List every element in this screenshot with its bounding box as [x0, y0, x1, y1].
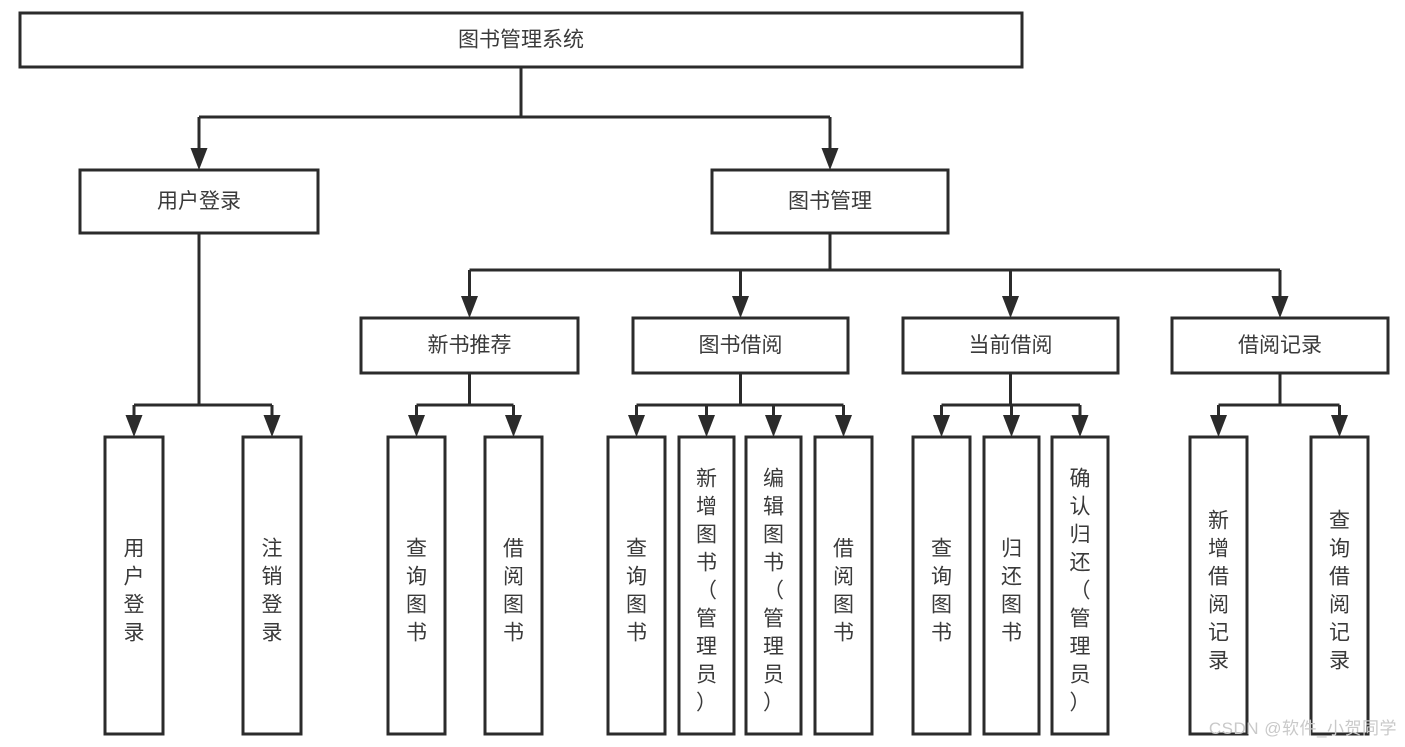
connector-conn-root-to-level1	[190, 67, 839, 170]
node-box-book-borrow[interactable]	[631, 316, 850, 375]
node-label-leaf-add-borrow-record: 新增借阅记录	[1208, 509, 1229, 672]
connector-conn-borrow-to-leaves	[628, 373, 852, 437]
node-leaf-borrow-book-borrow[interactable]: 借阅图书	[813, 435, 874, 736]
node-label-leaf-query-book-recommend: 查询图书	[406, 537, 427, 644]
node-borrow-record[interactable]: 借阅记录	[1170, 316, 1390, 375]
node-box-borrow-record[interactable]	[1170, 316, 1390, 375]
node-label-leaf-logout-login: 注销登录	[262, 537, 283, 644]
node-label-current-borrow: 当前借阅	[969, 334, 1053, 357]
node-box-leaf-query-borrow-record[interactable]	[1309, 435, 1370, 736]
node-label-book-management: 图书管理	[788, 190, 872, 213]
node-current-borrow[interactable]: 当前借阅	[901, 316, 1120, 375]
node-leaf-logout-login[interactable]: 注销登录	[241, 435, 303, 736]
node-box-leaf-query-book-current[interactable]	[911, 435, 972, 736]
node-box-book-management[interactable]	[710, 168, 950, 235]
node-label-leaf-borrow-book-borrow: 借阅图书	[833, 537, 854, 644]
node-book-borrow[interactable]: 图书借阅	[631, 316, 850, 375]
node-leaf-user-login[interactable]: 用户登录	[103, 435, 165, 736]
node-label-user-login: 用户登录	[157, 190, 241, 213]
node-label-leaf-add-book-admin: 新增图书（管理员）	[696, 467, 717, 714]
connector-conn-current-to-leaves	[933, 373, 1089, 437]
connector-layer	[125, 67, 1348, 437]
node-box-leaf-edit-book-admin[interactable]	[744, 435, 803, 736]
node-box-leaf-borrow-book-recommend[interactable]	[483, 435, 544, 736]
node-box-leaf-query-book-recommend[interactable]	[386, 435, 447, 736]
node-leaf-return-book[interactable]: 归还图书	[982, 435, 1041, 736]
connector-conn-userlogin-to-leaves	[125, 233, 281, 437]
node-label-leaf-query-borrow-record: 查询借阅记录	[1329, 509, 1350, 672]
connector-conn-recommend-to-leaves	[408, 373, 522, 437]
node-box-leaf-add-borrow-record[interactable]	[1188, 435, 1249, 736]
node-box-leaf-logout-login[interactable]	[241, 435, 303, 736]
node-box-user-login[interactable]	[78, 168, 320, 235]
node-label-borrow-record: 借阅记录	[1238, 334, 1322, 357]
node-label-new-book-recommend: 新书推荐	[428, 334, 512, 357]
node-leaf-edit-book-admin[interactable]: 编辑图书（管理员）	[744, 435, 803, 736]
node-leaf-add-book-admin[interactable]: 新增图书（管理员）	[677, 435, 736, 736]
node-label-leaf-query-book-current: 查询图书	[931, 537, 952, 644]
node-box-leaf-borrow-book-borrow[interactable]	[813, 435, 874, 736]
node-box-current-borrow[interactable]	[901, 316, 1120, 375]
node-box-leaf-return-book[interactable]	[982, 435, 1041, 736]
node-box-new-book-recommend[interactable]	[359, 316, 580, 375]
node-label-leaf-return-book: 归还图书	[1001, 537, 1022, 644]
node-box-leaf-query-book-borrow[interactable]	[606, 435, 667, 736]
node-label-leaf-edit-book-admin: 编辑图书（管理员）	[763, 467, 784, 714]
node-user-login[interactable]: 用户登录	[78, 168, 320, 235]
node-label-leaf-confirm-return-admin: 确认归还（管理员）	[1070, 467, 1091, 714]
node-box-leaf-add-book-admin[interactable]	[677, 435, 736, 736]
node-leaf-query-book-borrow[interactable]: 查询图书	[606, 435, 667, 736]
node-new-book-recommend[interactable]: 新书推荐	[359, 316, 580, 375]
node-box-leaf-confirm-return-admin[interactable]	[1050, 435, 1110, 736]
node-leaf-query-book-recommend[interactable]: 查询图书	[386, 435, 447, 736]
node-box-root[interactable]	[18, 11, 1024, 69]
node-leaf-confirm-return-admin[interactable]: 确认归还（管理员）	[1050, 435, 1110, 736]
node-leaf-borrow-book-recommend[interactable]: 借阅图书	[483, 435, 544, 736]
node-label-book-borrow: 图书借阅	[699, 334, 783, 357]
node-label-leaf-user-login: 用户登录	[124, 537, 145, 644]
connector-conn-record-to-leaves	[1210, 373, 1348, 437]
node-label-leaf-query-book-borrow: 查询图书	[626, 537, 647, 644]
node-layer: 图书管理系统用户登录图书管理新书推荐图书借阅当前借阅借阅记录用户登录注销登录查询…	[18, 11, 1390, 736]
connector-conn-bookmgmt-to-level2	[461, 233, 1289, 318]
node-label-root: 图书管理系统	[458, 29, 584, 52]
node-label-leaf-borrow-book-recommend: 借阅图书	[503, 537, 524, 644]
node-book-management[interactable]: 图书管理	[710, 168, 950, 235]
node-box-leaf-user-login[interactable]	[103, 435, 165, 736]
node-leaf-query-borrow-record[interactable]: 查询借阅记录	[1309, 435, 1370, 736]
node-leaf-add-borrow-record[interactable]: 新增借阅记录	[1188, 435, 1249, 736]
node-root[interactable]: 图书管理系统	[18, 11, 1024, 69]
node-leaf-query-book-current[interactable]: 查询图书	[911, 435, 972, 736]
